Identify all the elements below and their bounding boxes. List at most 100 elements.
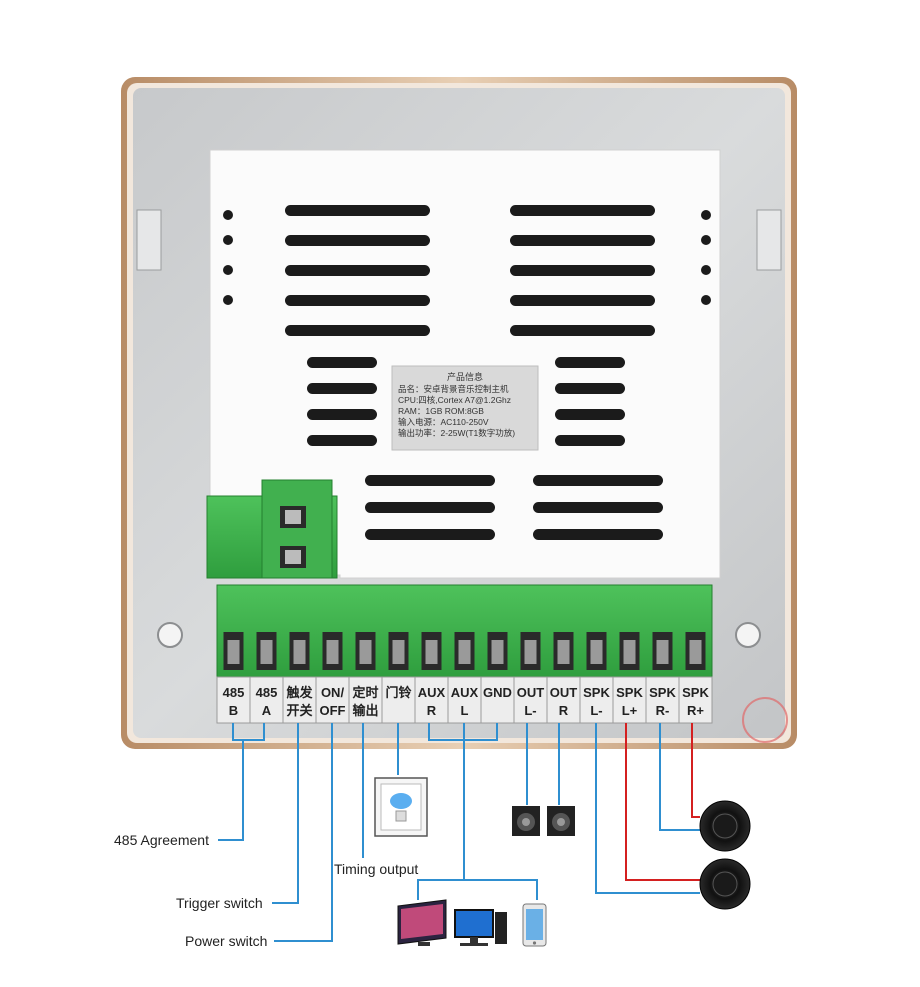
terminal-label-top: OUT bbox=[517, 685, 545, 700]
terminal-label-top: ON/ bbox=[321, 685, 345, 700]
wire-485 bbox=[218, 740, 244, 841]
product-info-line: 品名：安卓背景音乐控制主机 bbox=[398, 384, 509, 394]
wire-spk-r-plus bbox=[691, 723, 700, 818]
terminal-label-strip bbox=[216, 676, 713, 724]
terminal-label-top: SPK bbox=[682, 685, 709, 700]
left-clip bbox=[136, 209, 162, 271]
vent-slot bbox=[285, 205, 430, 216]
terminal-screw bbox=[656, 640, 669, 664]
vent-slot bbox=[307, 383, 377, 394]
terminal-screw bbox=[227, 640, 240, 664]
screw-hole-right bbox=[735, 622, 761, 648]
wire-aux-devices bbox=[417, 879, 538, 900]
wires bbox=[218, 723, 700, 942]
terminal-label-bottom: L bbox=[461, 703, 469, 718]
tv-icon bbox=[397, 899, 447, 946]
terminal-screw bbox=[689, 640, 702, 664]
speaker-icon bbox=[512, 806, 575, 836]
label-485-agreement: 485 Agreement bbox=[114, 832, 209, 848]
terminal-label-bottom: L- bbox=[590, 703, 602, 718]
vent-hole bbox=[701, 235, 711, 245]
vent-slot bbox=[555, 357, 625, 368]
wire-485-bracket bbox=[232, 723, 265, 741]
terminal-label-bottom: 输出 bbox=[352, 703, 378, 718]
device-panel: 产品信息 品名：安卓背景音乐控制主机 CPU:四核,Cortex A7@1.2G… bbox=[121, 77, 797, 749]
vent-slot bbox=[555, 383, 625, 394]
terminal-screw bbox=[293, 640, 306, 664]
terminal-label-bottom: R+ bbox=[687, 703, 704, 718]
phone-icon bbox=[522, 903, 547, 947]
product-info-line: 输出功率：2-25W(T1数字功放) bbox=[398, 428, 515, 438]
terminal-label-bottom: L- bbox=[524, 703, 536, 718]
wire-power bbox=[274, 723, 333, 942]
right-clip bbox=[756, 209, 782, 271]
terminal-label-top: 触发 bbox=[285, 685, 313, 700]
vent-hole bbox=[701, 265, 711, 275]
vent-slot bbox=[555, 435, 625, 446]
vent-slot bbox=[307, 435, 377, 446]
vent-hole bbox=[223, 265, 233, 275]
vent-slot bbox=[533, 529, 663, 540]
terminal-screw bbox=[590, 640, 603, 664]
terminal-screw bbox=[425, 640, 438, 664]
terminal-label-bottom: A bbox=[262, 703, 272, 718]
vent-slot bbox=[510, 325, 655, 336]
power-terminal-block bbox=[206, 479, 338, 579]
vent-slot bbox=[510, 265, 655, 276]
screw-hole-left bbox=[157, 622, 183, 648]
product-info-line: 输入电源：AC110-250V bbox=[398, 417, 489, 427]
wire-trigger bbox=[272, 723, 299, 904]
vent-slot bbox=[285, 265, 430, 276]
terminal-screw bbox=[359, 640, 372, 664]
product-info-line: RAM：1GB ROM:8GB bbox=[398, 406, 484, 416]
terminal-label-bottom: R bbox=[559, 703, 569, 718]
vent-hole bbox=[701, 295, 711, 305]
vent-slot bbox=[365, 475, 495, 486]
ceiling-speaker-icon bbox=[699, 858, 751, 910]
terminal-screw bbox=[260, 640, 273, 664]
vent-slot bbox=[533, 475, 663, 486]
terminal-label-top: 485 bbox=[256, 685, 278, 700]
terminal-label-top: SPK bbox=[649, 685, 676, 700]
vent-slot bbox=[285, 235, 430, 246]
vent-slot bbox=[285, 295, 430, 306]
doorbell-icon bbox=[374, 777, 428, 837]
terminal-screw bbox=[623, 640, 636, 664]
vent-slots bbox=[223, 205, 711, 540]
wire-spk-l-minus bbox=[595, 723, 700, 894]
terminal-screw bbox=[557, 640, 570, 664]
label-power-switch: Power switch bbox=[185, 933, 267, 949]
terminal-screw bbox=[458, 640, 471, 664]
vent-slot bbox=[510, 205, 655, 216]
terminal-label-top: SPK bbox=[616, 685, 643, 700]
vent-slot bbox=[365, 529, 495, 540]
terminal-label-bottom: R bbox=[427, 703, 437, 718]
terminal-label-top: 485 bbox=[223, 685, 245, 700]
terminal-label-top: AUX bbox=[418, 685, 446, 700]
terminal-label-top: GND bbox=[483, 685, 512, 700]
terminal-label-top: SPK bbox=[583, 685, 610, 700]
terminal-label-top: OUT bbox=[550, 685, 578, 700]
computer-icon bbox=[454, 909, 507, 946]
terminal-label-bottom: OFF bbox=[320, 703, 346, 718]
vent-slot bbox=[285, 325, 430, 336]
vent-slot bbox=[555, 409, 625, 420]
wire-spk-r-minus bbox=[659, 723, 700, 831]
terminal-label-bottom: 开关 bbox=[286, 703, 312, 718]
terminal-screw bbox=[524, 640, 537, 664]
ceiling-speaker-icon bbox=[699, 800, 751, 852]
terminal-screw bbox=[326, 640, 339, 664]
terminal-label-top: AUX bbox=[451, 685, 479, 700]
terminal-screw bbox=[491, 640, 504, 664]
vent-slot bbox=[533, 502, 663, 513]
vent-slot bbox=[510, 235, 655, 246]
terminal-label-bottom: R- bbox=[656, 703, 670, 718]
product-info-line: CPU:四核,Cortex A7@1.2Ghz bbox=[398, 395, 511, 405]
vent-slot bbox=[307, 409, 377, 420]
vent-slot bbox=[365, 502, 495, 513]
vent-slot bbox=[307, 357, 377, 368]
terminal-label-bottom: B bbox=[229, 703, 238, 718]
terminal-label-bottom: L+ bbox=[622, 703, 638, 718]
